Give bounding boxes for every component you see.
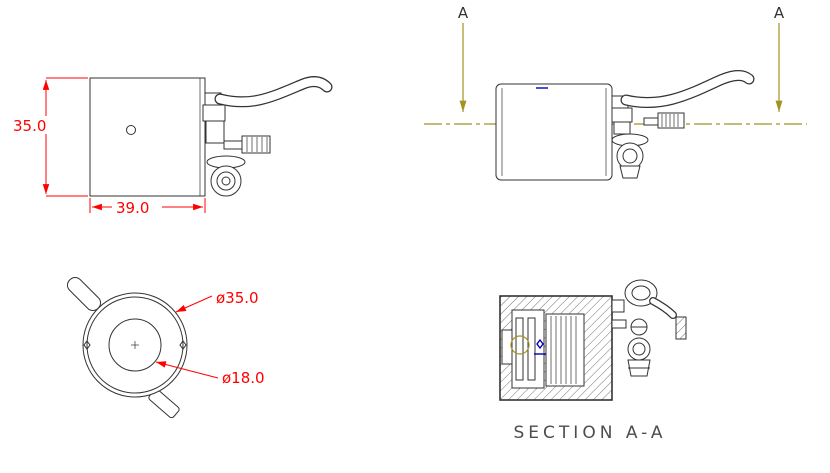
section-elbow-ring [624, 279, 658, 307]
front-view: 35.0 39.0 [10, 76, 333, 217]
side-knob-body [657, 112, 685, 129]
outer-diameter-leader [175, 295, 213, 313]
width-dimension: 39.0 [89, 198, 206, 217]
section-outlet-stub [611, 299, 625, 313]
section-label-right: A [774, 4, 785, 22]
dim-label-bg [10, 116, 50, 134]
side-outlet-elbow [611, 107, 633, 123]
section-key-plate [675, 316, 687, 340]
datum-mark [536, 338, 544, 350]
front-body-outline [89, 77, 206, 197]
section-view: SECTION A-A [499, 279, 687, 443]
lamination-lines [550, 316, 577, 384]
cap-outer-ring [210, 165, 242, 197]
inner-diameter-leader [155, 361, 219, 379]
knob-connector [223, 140, 243, 150]
inlet-stub [66, 276, 102, 312]
section-cap-ring [627, 337, 651, 361]
section-elbow-bore [631, 285, 651, 301]
knurled-knob [241, 135, 271, 154]
rim-notch-right [179, 340, 187, 350]
cap-inner-ring [221, 176, 231, 186]
bottom-cap [210, 165, 242, 197]
flexible-tube [215, 77, 332, 107]
side-body-outline [495, 83, 613, 181]
outer-diameter-dimension: ø35.0 [175, 289, 259, 313]
section-shaft-slot [501, 329, 513, 365]
side-knob-connector [643, 117, 659, 126]
top-view: ø35.0 ø18.0 [66, 276, 265, 419]
outer-diameter-label: ø35.0 [216, 289, 259, 307]
side-cap-inner-ring [622, 148, 638, 164]
side-knob-knurling [661, 114, 679, 127]
knob-body [241, 135, 271, 154]
section-cut-left: A [458, 4, 469, 112]
height-dimension: 35.0 [10, 77, 88, 197]
height-dim-label: 35.0 [13, 117, 46, 135]
rim-circle [86, 296, 184, 394]
inner-circle [108, 318, 162, 372]
width-dim-label: 39.0 [116, 199, 149, 217]
inner-diameter-label: ø18.0 [222, 369, 265, 387]
side-hex-nut [619, 165, 641, 179]
side-view: A A [424, 4, 807, 181]
section-slot-1 [515, 317, 524, 381]
knob-knurling [246, 137, 268, 152]
valve-pipe [205, 120, 225, 144]
section-cap-bore [632, 342, 646, 356]
section-caption: SECTION A-A [514, 423, 667, 443]
side-knurled-knob [657, 112, 685, 129]
center-mark [131, 341, 139, 349]
section-cut-right: A [774, 4, 785, 112]
side-flexible-tube [621, 71, 754, 107]
section-label-left: A [458, 4, 469, 22]
dim-label-bg [112, 199, 162, 215]
section-valve-stub [611, 319, 627, 329]
front-center-hole [126, 125, 136, 135]
section-lamination-block [545, 313, 585, 387]
outlet-elbow [202, 104, 226, 122]
bearing-phantom-circle [510, 335, 530, 355]
rim-notch-left [83, 340, 91, 350]
cap-mid-ring [216, 171, 236, 191]
side-valve-pipe [613, 121, 631, 135]
inner-diameter-dimension: ø18.0 [155, 361, 265, 387]
section-tube-stub [650, 298, 676, 318]
side-cap-ring [616, 142, 644, 170]
